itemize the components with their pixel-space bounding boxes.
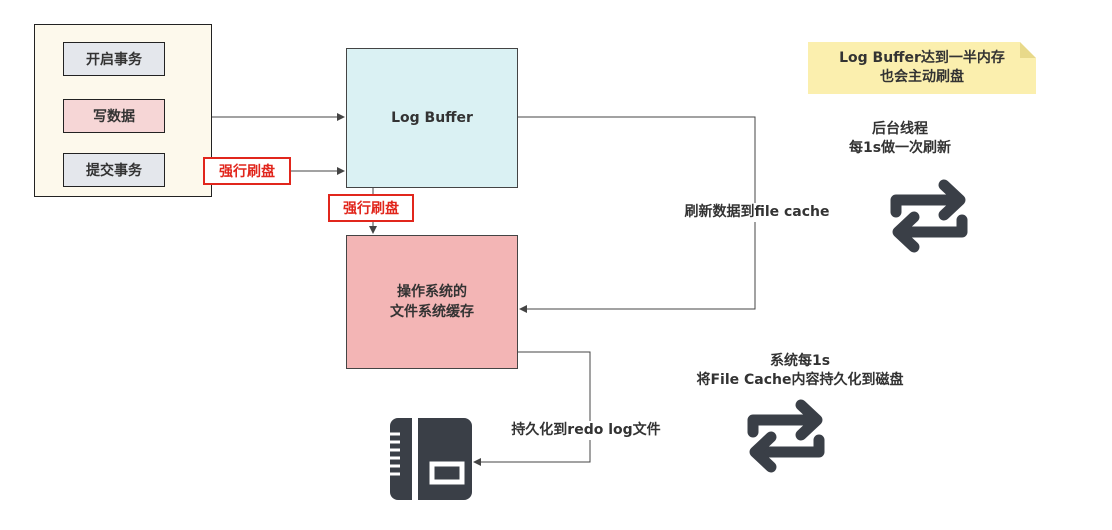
file-storage-icon — [390, 418, 472, 500]
log-buffer-label: Log Buffer — [391, 110, 473, 126]
sticky-note: Log Buffer达到一半内存 也会主动刷盘 — [808, 42, 1036, 94]
note-line2: 也会主动刷盘 — [880, 69, 964, 85]
persist-to-disk-arrow — [473, 351, 591, 466]
system-every-1s-label: 系统每1s 将File Cache内容持久化到磁盘 — [680, 352, 920, 390]
os-cache-line1: 操作系统的 — [397, 284, 467, 300]
os-file-cache-box: 操作系统的 文件系统缓存 — [346, 235, 518, 369]
log-buffer-box: Log Buffer — [346, 48, 518, 188]
force-flush-tag-2: 强行刷盘 — [328, 194, 414, 222]
background-thread-line1: 后台线程 — [872, 121, 928, 137]
background-thread-line2: 每1s做一次刷新 — [848, 140, 952, 156]
persist-to-redo-label: 持久化到redo log文件 — [506, 421, 666, 440]
refresh-icon — [890, 179, 968, 253]
note-line1: Log Buffer达到一半内存 — [839, 50, 1005, 66]
note-fold-corner — [1020, 42, 1036, 58]
start-transaction-box: 开启事务 — [63, 42, 165, 76]
write-data-box: 写数据 — [63, 99, 165, 133]
os-cache-line2: 文件系统缓存 — [390, 304, 474, 320]
flush-to-cache-label: 刷新数据到file cache — [677, 203, 837, 222]
commit-transaction-box: 提交事务 — [63, 153, 165, 187]
background-thread-label: 后台线程 每1s做一次刷新 — [830, 120, 970, 158]
system-line1: 系统每1s — [769, 353, 831, 369]
system-line2: 将File Cache内容持久化到磁盘 — [696, 372, 904, 388]
refresh-icon — [747, 399, 825, 473]
force-flush-tag-1: 强行刷盘 — [203, 157, 291, 185]
